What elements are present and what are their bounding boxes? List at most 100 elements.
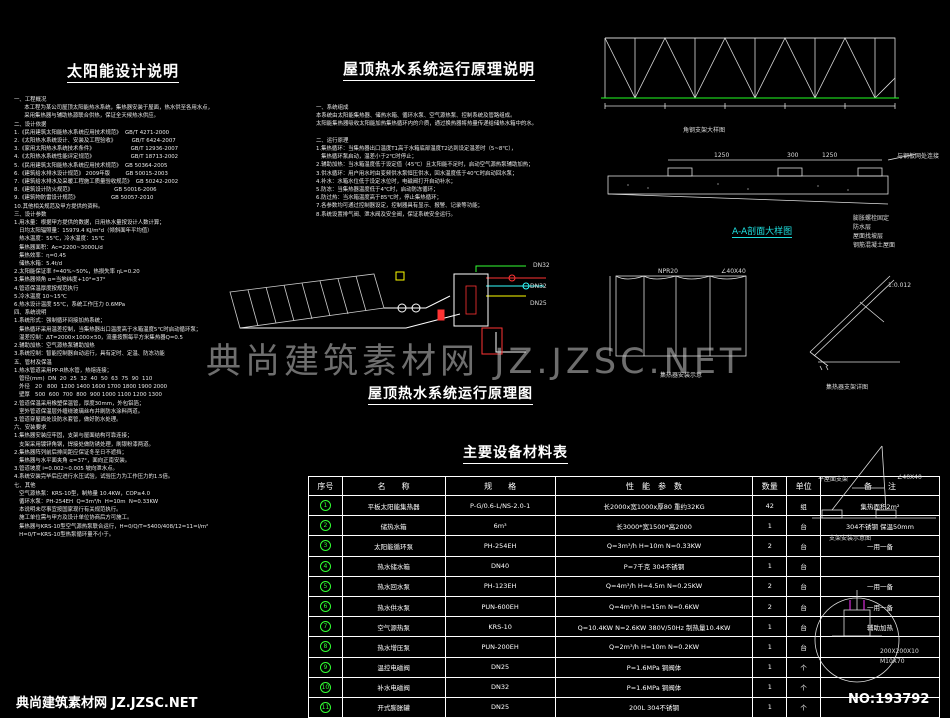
bom-cell: 6m³ — [444, 515, 556, 537]
bom-cell: DN32 — [444, 676, 556, 698]
row-number-badge: 7 — [319, 621, 331, 633]
bom-cell: 2 — [752, 595, 788, 618]
valve-icon — [437, 309, 445, 321]
bom-index-cell: 5 — [308, 575, 343, 597]
bracket-detail — [809, 275, 900, 371]
footer-site: 典尚建筑素材网 JZ.JZSC.NET — [16, 696, 198, 711]
bom-cell: Q=10.4KW N=2.6KW 380V/50Hz 制热量10.4KW — [554, 616, 754, 638]
flat-roof-label: 平屋面支架 — [818, 476, 849, 483]
plate-dim: 200X200X10 — [880, 648, 919, 655]
bom-header-row: 序号 名 称 规 格 性 能 参 数 数量 单位 备 注 — [308, 476, 940, 496]
bom-index-cell: 2 — [308, 515, 343, 537]
heat-exchanger — [465, 285, 477, 315]
bom-cell: 热水储水箱 — [341, 555, 446, 577]
top-frame-label: 角钢支架大样图 — [683, 127, 726, 134]
bom-cell: 储热水箱 — [341, 515, 446, 537]
legend-connect: 与钢板网处连接 — [897, 153, 940, 160]
collector-array — [229, 273, 385, 329]
pump-icon — [508, 274, 516, 282]
bom-cell: P-G/0.6-L/NS-2.0-1 — [444, 494, 556, 517]
heat-pump — [481, 327, 503, 355]
frame-front-view — [609, 275, 747, 357]
bom-cell: PUN-200EH — [444, 636, 556, 658]
bom-cell: 1 — [752, 555, 788, 577]
angle2-label: ∠40X40 — [897, 474, 922, 481]
row-number-badge: 5 — [319, 580, 331, 592]
bom-cell: Q=3m³/h H=10m N=0.33KW — [554, 535, 754, 557]
bom-cell: 热水回水泵 — [341, 575, 446, 597]
bom-cell: 1 — [752, 616, 788, 638]
bom-cell: 1 — [752, 656, 788, 678]
row-number-badge: 1 — [319, 500, 331, 512]
bom-cell: 温控电磁阀 — [341, 656, 446, 678]
mount-detail-drawing — [812, 445, 936, 683]
bom-cell: DN40 — [444, 555, 556, 577]
bom-header-cell: 名 称 — [341, 476, 446, 496]
principle-schematic — [229, 265, 546, 355]
bom-cell: DN25 — [444, 656, 556, 678]
legend-waterproof: 防水层 — [853, 224, 872, 231]
bom-index-cell: 11 — [308, 696, 343, 718]
bom-cell: 开式膨胀罐 — [341, 696, 446, 718]
bom-cell: PUN-600EH — [444, 595, 556, 618]
bom-cell: Q=2m³/h H=10m N=0.2KW — [554, 636, 754, 658]
dim-1250b: 1250 — [822, 152, 838, 159]
bom-index-cell: 1 — [308, 494, 343, 517]
slope-label: 1:0.012 — [888, 282, 912, 289]
angle-label: ∠40X40 — [721, 268, 746, 275]
bom-header-cell: 性 能 参 数 — [554, 476, 754, 496]
bom-cell: PH-254EH — [444, 535, 556, 557]
bom-cell: 热水增压泵 — [341, 636, 446, 658]
bolt-dim: M10X70 — [880, 658, 905, 665]
watermark: 典尚建筑素材网 JZ.JZSC.NET — [206, 342, 746, 382]
bom-index-cell: 9 — [308, 656, 343, 678]
bom-cell: 42 — [752, 494, 788, 517]
row-number-badge: 8 — [319, 641, 331, 653]
bom-cell: KRS-10 — [444, 616, 556, 638]
dn32-label: DN32 — [533, 262, 550, 269]
bom-cell: 200L 304不锈钢 — [554, 696, 754, 718]
solar-design-title: 太阳能设计说明 — [67, 60, 180, 83]
pump-icon — [411, 303, 421, 313]
row-number-badge: 6 — [319, 601, 331, 613]
principle-notes-title: 屋顶热水系统运行原理说明 — [343, 58, 536, 81]
bom-cell: 补水电磁阀 — [341, 676, 446, 698]
bom-cell: 2 — [752, 535, 788, 557]
legend-roof: 钢筋混凝土屋面 — [853, 242, 896, 249]
bom-cell: P=1.6MPa 铜阀体 — [554, 656, 754, 678]
principle-notes-text: 一、系统组成 本系统由太阳能集热器、储热水箱、循环水泵、空气源热泵、控制系统及管… — [316, 105, 538, 218]
storage-tank — [453, 273, 489, 327]
bom-index-cell: 6 — [308, 595, 343, 618]
bom-header-cell: 规 格 — [444, 476, 556, 496]
controller-icon — [395, 271, 405, 281]
bom-cell: DN25 — [444, 696, 556, 718]
detail-a-label: 集热器支架详图 — [826, 384, 869, 391]
row-number-badge: 10 — [319, 681, 331, 693]
bom-header-cell: 数量 — [752, 476, 788, 496]
npr-label: NPR20 — [658, 268, 678, 275]
principle-diagram-title: 屋顶热水系统运行原理图 — [368, 383, 533, 405]
legend-slope: 屋面找坡层 — [853, 233, 884, 240]
truss-elevation — [601, 37, 899, 109]
section-aa-title: A-A剖面大样图 — [732, 224, 793, 238]
bom-cell: 平板太阳能集热器 — [341, 494, 446, 517]
solar-design-notes: 一、工程概况 本工程为某公司屋顶太阳能热水系统，集热器安装于屋面，热水供至各用水… — [14, 97, 213, 538]
bom-cell: 长2000x宽1000x厚80 重约32KG — [554, 494, 754, 517]
row-number-badge: 2 — [319, 520, 331, 532]
bom-header-cell: 序号 — [308, 476, 343, 496]
bom-cell: PH-123EH — [444, 575, 556, 597]
dim-1250: 1250 — [714, 152, 730, 159]
bom-cell: 热水供水泵 — [341, 595, 446, 618]
bom-cell: Q=4m³/h H=15m N=0.6KW — [554, 595, 754, 618]
bom-cell: 1 — [752, 696, 788, 718]
bom-cell: 1 — [752, 676, 788, 698]
bom-title: 主要设备材料表 — [463, 442, 568, 464]
dn25-label: DN25 — [530, 300, 547, 307]
bom-cell: 1 — [752, 515, 788, 537]
dim-300: 300 — [787, 152, 799, 159]
